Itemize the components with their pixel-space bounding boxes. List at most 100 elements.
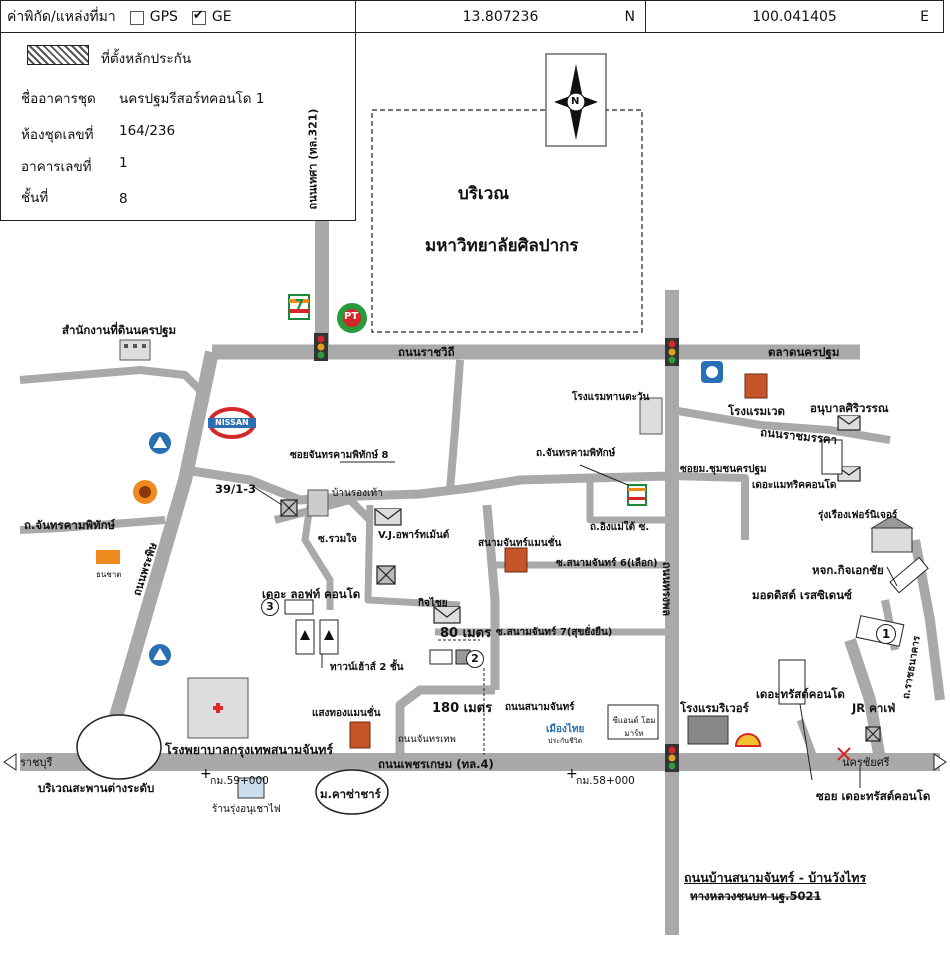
legend-label: ที่ตั้งหลักประกัน — [101, 51, 192, 67]
info-label-floor: ชั้นที่ — [21, 190, 49, 206]
hotel-ved-label: โรงแรมเวด — [728, 404, 785, 418]
anuban-label: อนุบาลศิริวรรณ — [810, 401, 889, 415]
longitude-value: 100.041405 — [752, 8, 837, 25]
hospital-label: โรงพยาบาลกรุงเทพสนามจันทร์ — [165, 742, 334, 757]
jr-cafe-label: JR คาเฟ่ — [852, 701, 896, 715]
sanamchan-road — [395, 685, 495, 755]
building-songsao-icon — [307, 489, 329, 517]
furniture-store-label: รุ่งเรืองเฟอร์นิเจอร์ — [818, 510, 898, 521]
the-loft-label: เดอะ ลอฟท์ คอนโด — [262, 587, 361, 601]
compass-n-label: N — [571, 96, 580, 107]
gps-checkbox[interactable] — [129, 10, 144, 25]
ban-songsao-label: บ้านรองเท้า — [332, 488, 383, 499]
jarunkam-pointer — [579, 464, 629, 486]
traffic-light-icon — [665, 744, 679, 772]
ptt-station-icon — [337, 303, 367, 333]
soi-jarunkam8 — [301, 504, 334, 610]
info-value-bldg-no: 1 — [119, 155, 128, 171]
soi-sanamchan6-label: ซ.สนามจันทร์ 6(เลือก) — [556, 558, 658, 569]
jarunkam-east-road — [671, 472, 749, 540]
hatched-legend-icon — [27, 45, 89, 65]
jarunkam-mid-label: ถ.จันทรคามพิทักษ์ — [536, 448, 616, 459]
shell-logo-icon — [734, 733, 762, 747]
bank-logo-icon — [149, 644, 171, 666]
nakhonchaisri-arrow-label: นครชัยศรี — [842, 756, 890, 769]
marker-2: 2 — [466, 650, 484, 668]
seven-eleven-icon — [627, 484, 647, 506]
hospital-building-icon — [187, 677, 249, 739]
red-x-mark-icon — [837, 747, 851, 761]
info-label-bldg-no: อาคารเลขที่ — [21, 159, 92, 175]
thetrust-condo-label: เดอะทรัสต์คอนโด — [756, 687, 845, 701]
bridge-area-label: บริเวณสะพานต่างระดับ — [38, 781, 155, 795]
ratchaburi-arrow-label: ราชบุรี — [20, 756, 53, 769]
distance-80m-label: 80 เมตร — [440, 626, 492, 641]
ban-sanamchan-road-sub: ทางหลวงชนบท นฐ.5021 — [690, 889, 822, 903]
thetrust-soi — [796, 718, 819, 762]
tesa-road-label: ถนนเทศา (ทล.321) — [306, 108, 320, 210]
university-area-outline — [371, 109, 643, 333]
marker-3: 3 — [261, 598, 279, 616]
university-area-line1: บริเวณ — [458, 184, 510, 204]
traffic-light-icon — [665, 338, 679, 366]
rajvithi-road-label: ถนนราชวิถี — [398, 345, 455, 359]
connector-road — [446, 359, 464, 491]
vj-apartment-label: V.J.อพาร์ทเม้นต์ — [378, 530, 450, 541]
ban-sanamchan-road-title: ถนนบ้านสนามจันทร์ - บ้านวังไทร — [684, 870, 867, 885]
km58-label: กม.58+000 — [576, 775, 635, 787]
traffic-light-icon — [314, 333, 328, 361]
soi-chumchon-label: ซอยม.ชุมชนครปฐม — [680, 464, 767, 475]
seven-eleven-icon — [288, 294, 310, 320]
marker-1: 1 — [876, 624, 896, 644]
townhouse-triangles — [300, 630, 334, 640]
left-diagonal-road — [108, 350, 219, 722]
right-arrow-icon — [933, 753, 947, 771]
info-value-floor: 8 — [119, 191, 128, 207]
coord-source-label: ค่าพิกัด/แหล่งที่มา — [7, 8, 116, 25]
latitude-cell: 13.807236 N — [356, 1, 646, 32]
muang-thai-sub: ประกันชีวิต — [548, 737, 583, 745]
thanachart-label: ธนชาต — [96, 570, 122, 579]
longitude-direction: E — [920, 8, 929, 25]
left-arrow-icon — [3, 753, 17, 771]
km-marker-icon: + — [566, 766, 578, 782]
kitchai-label: กิจไชย — [418, 598, 448, 609]
sanamchan-road-label: ถนนสนามจันทร์ — [505, 702, 575, 713]
shop-icon — [237, 777, 265, 799]
compass-icon — [545, 53, 607, 147]
nissan-label: NISSAN — [214, 418, 250, 427]
matrix-condo-building — [821, 439, 843, 475]
coord-source-cell: ค่าพิกัด/แหล่งที่มา GPS GE — [1, 1, 356, 32]
collateral-block — [429, 649, 453, 665]
home-mart-sign-label: ซีแอนด์ โฮมมาร์ท — [612, 716, 656, 738]
land-office-label: สำนักงานที่ดินนครปฐม — [62, 323, 177, 337]
hotel-river-label: โรงแรมริเวอร์ — [680, 701, 749, 715]
info-value-building: นครปฐมรีสอร์ทคอนโด 1 — [119, 91, 265, 107]
soi-ingmai-label: ถ.อิงแม่ใต้ ซ. — [590, 522, 650, 533]
jarunkam-road — [184, 465, 673, 505]
info-label-building: ชื่ออาคารชุด — [21, 91, 96, 107]
modish-label: มอดดิสต์ เรสซิเดนซ์ — [752, 588, 852, 602]
km-marker-icon: + — [200, 766, 212, 782]
latitude-value: 13.807236 — [462, 8, 539, 25]
bank-logo-icon — [149, 432, 171, 454]
thetrust-condo-building — [778, 659, 806, 705]
latitude-direction: N — [624, 8, 635, 25]
soi-sanamchan7-label: ซ.สนามจันทร์ 7(สุขยั่งยืน) — [496, 627, 613, 638]
ptt-label: PT — [344, 311, 359, 322]
sanamchan-soi-road — [482, 504, 500, 690]
ge-checkbox[interactable] — [191, 8, 206, 25]
soi-ruamjai-label: ซ.รวมใจ — [318, 534, 357, 545]
kasetsart-circle — [315, 769, 389, 815]
collateral-info-box: ที่ตั้งหลักประกัน ชื่ออาคารชุด นครปฐมรีส… — [0, 33, 356, 221]
university-area-line2: มหาวิทยาลัยศิลปากร — [425, 236, 579, 256]
kasetsart-label: ม.คาซ่าชาร์ — [320, 787, 381, 801]
modish-building — [889, 556, 929, 594]
the-loft-outline — [284, 599, 314, 615]
kwang-hotel-building-icon — [349, 721, 371, 749]
sanam-mansion-building-icon — [504, 547, 528, 573]
townhouse-label: ทาวน์เฮ้าส์ 2 ชั้น — [330, 662, 404, 673]
distance-180m-label: 180 เมตร — [432, 701, 493, 716]
roongrueng-shop-label: ร้านรุ่งอนุเชาไฟ — [212, 804, 281, 815]
station-logo-icon — [133, 480, 157, 504]
